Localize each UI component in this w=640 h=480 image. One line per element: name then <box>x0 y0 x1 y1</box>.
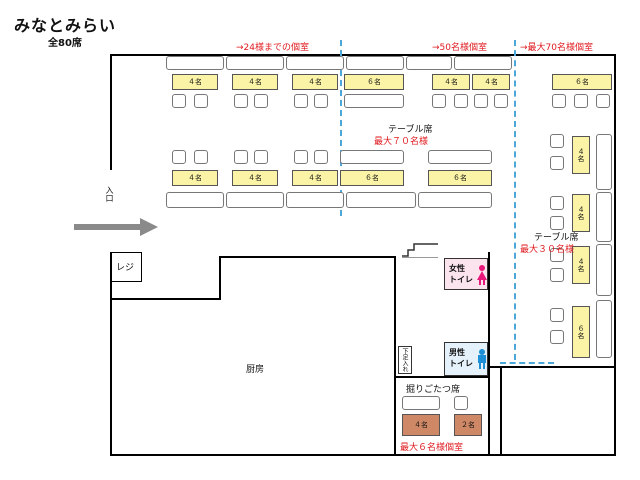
table-4-a2: ４名 <box>232 74 278 90</box>
horigotatsu-chair <box>454 396 468 410</box>
table-6-c4: ６名 <box>340 170 404 186</box>
entrance-label: 入口 <box>105 186 114 202</box>
horigotatsu-capacity: 最大６名様個室 <box>400 443 464 453</box>
shoe-area-label: 下足入れ <box>401 348 408 372</box>
side-table-capacity: 最大３０名様 <box>520 245 575 255</box>
table-4-d2: ４名 <box>572 194 590 232</box>
seat-count: 全80席 <box>48 38 82 49</box>
female-toilet-line-1: 女性 <box>449 264 465 273</box>
woman-icon <box>477 265 487 285</box>
table-4-a5: ４名 <box>432 74 470 90</box>
table-4-d1: ４名 <box>572 136 590 174</box>
partition-bottom <box>500 362 554 364</box>
man-icon <box>478 349 486 369</box>
male-toilet-line-2: トイレ <box>449 359 473 368</box>
table-area-capacity: 最大７０名様 <box>374 137 429 147</box>
table-4-a6: ４名 <box>472 74 510 90</box>
table-6-d4: ６名 <box>572 306 590 358</box>
table-6-c5: ６名 <box>428 170 492 186</box>
note-room-50: →50名様個室 <box>432 43 487 53</box>
male-toilet-room: 男性 トイレ <box>444 342 488 376</box>
male-toilet-line-1: 男性 <box>449 348 465 357</box>
table-6-b1: ６名 <box>552 74 612 90</box>
table-4-c1: ４名 <box>172 170 218 186</box>
horigotatsu-label: 掘りごたつ席 <box>406 385 461 395</box>
table-4-a3: ４名 <box>292 74 338 90</box>
female-toilet-room: 女性 トイレ <box>444 258 488 290</box>
female-toilet-line-2: トイレ <box>449 275 473 284</box>
table-4-d3: ４名 <box>572 246 590 284</box>
horigotatsu-table-2: ２名 <box>454 414 482 436</box>
partition-room-50 <box>514 40 516 360</box>
kitchen-label: 厨房 <box>246 365 265 375</box>
side-table-label: テーブル席 <box>534 233 579 243</box>
register-label: レジ <box>116 263 135 273</box>
floor-title: みなとみらい <box>14 16 117 35</box>
table-4-a1: ４名 <box>172 74 218 90</box>
horigotatsu-bench-left <box>402 396 440 410</box>
table-6-a4: ６名 <box>344 74 404 90</box>
arrow-right-icon <box>74 218 158 236</box>
table-area-label: テーブル席 <box>388 125 433 135</box>
shoe-box <box>398 346 412 374</box>
note-room-70: →最大70名様個室 <box>520 43 593 53</box>
horigotatsu-table-4: ４名 <box>402 414 440 436</box>
partition-room-24 <box>340 40 342 216</box>
table-4-c3: ４名 <box>292 170 338 186</box>
stairs-icon <box>402 243 438 258</box>
note-room-24: →24様までの個室 <box>236 43 309 53</box>
table-4-c2: ４名 <box>232 170 278 186</box>
